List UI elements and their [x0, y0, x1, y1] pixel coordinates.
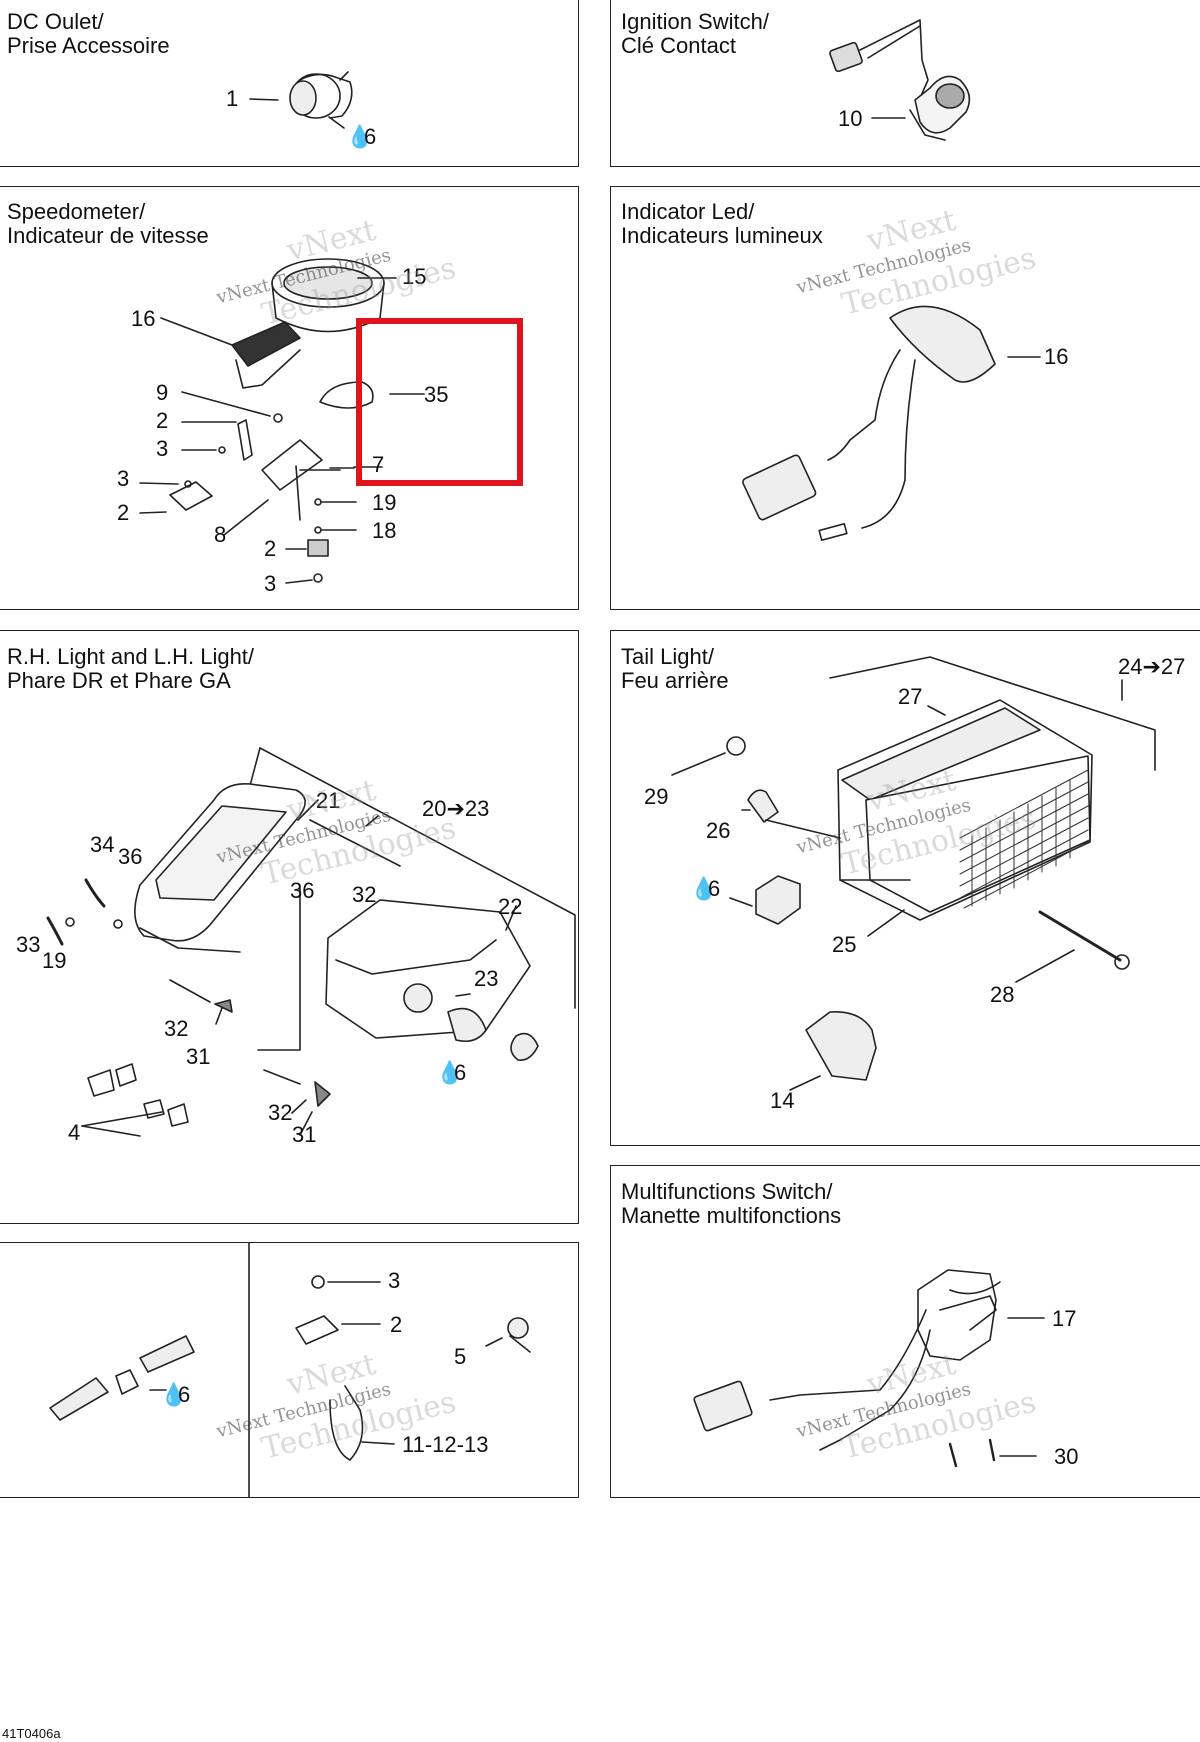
callout-label: 30: [1054, 1444, 1079, 1469]
panel-title-tail: Tail Light/ Feu arrière: [621, 644, 729, 693]
callout-label: 19: [372, 490, 397, 515]
callout-label: 8: [214, 522, 227, 547]
callout-label: 21: [316, 788, 341, 813]
callout-label: 9: [156, 380, 169, 405]
panel-title-dc-outlet: DC Oulet/ Prise Accessoire: [7, 9, 170, 58]
callout-label: 28: [990, 982, 1015, 1007]
highlight-box: [356, 318, 523, 486]
callout-label: 1: [226, 86, 239, 111]
callout-label: 23: [474, 966, 499, 991]
callout-label: 3: [264, 571, 277, 596]
callout-label: 10: [838, 106, 863, 131]
callout-label: 5: [454, 1344, 467, 1369]
callout-label: 20➔23: [422, 796, 490, 821]
drop-icon-dc-outlet: 💧: [346, 124, 374, 149]
callout-label: 27: [898, 684, 923, 709]
callout-label: 16: [131, 306, 156, 331]
callout-label: 7: [372, 452, 385, 477]
callout-label: 34: [90, 832, 115, 857]
callout-label: 2: [117, 500, 130, 525]
callout-label: 6: [454, 1060, 467, 1085]
callout-label: 6: [178, 1382, 191, 1407]
callout-label: 4: [68, 1120, 81, 1145]
callout-label: 3: [117, 466, 130, 491]
panel-speedometer: [0, 186, 579, 610]
callout-label: 31: [186, 1044, 211, 1069]
callout-label: 25: [832, 932, 857, 957]
callout-label: 22: [498, 894, 523, 919]
panel-title-lights: R.H. Light and L.H. Light/ Phare DR et P…: [7, 644, 255, 693]
panel-lights: [0, 630, 579, 1224]
drop-icon-tail: 💧: [690, 876, 718, 901]
callout-label: 17: [1052, 1306, 1077, 1331]
callout-label: 2: [264, 536, 277, 561]
callout-label: 14: [770, 1088, 795, 1113]
callout-label: 33: [16, 932, 41, 957]
callout-label: 32: [164, 1016, 189, 1041]
reference-code: 41T0406a: [2, 1726, 61, 1741]
panel-connectors: [0, 1242, 579, 1498]
panel-title-ignition: Ignition Switch/ Clé Contact: [621, 9, 769, 58]
callout-label: 6: [364, 124, 377, 149]
callout-label: 2: [156, 408, 169, 433]
callout-label: 35: [424, 382, 449, 407]
panel-title-multi: Multifunctions Switch/ Manette multifonc…: [621, 1179, 842, 1228]
callout-label: 36: [290, 878, 315, 903]
panel-title-speedometer: Speedometer/ Indicateur de vitesse: [7, 199, 209, 248]
panel-title-indicator: Indicator Led/ Indicateurs lumineux: [621, 199, 823, 248]
callout-label: 29: [644, 784, 669, 809]
callout-label: 16: [1044, 344, 1069, 369]
callout-label: 18: [372, 518, 397, 543]
callout-label: 15: [402, 264, 427, 289]
callout-label: 11-12-13: [402, 1432, 489, 1457]
callout-label: 2: [390, 1312, 403, 1337]
callout-label: 31: [292, 1122, 317, 1147]
callout-label: 19: [42, 948, 67, 973]
callout-label: 3: [156, 436, 169, 461]
drop-icon-lights: 💧: [436, 1060, 464, 1085]
callout-label: 32: [268, 1100, 293, 1125]
callout-label: 36: [118, 844, 143, 869]
callout-label: 3: [388, 1268, 401, 1293]
drop-icon-misc: 💧: [160, 1382, 188, 1407]
callout-label: 24➔27: [1118, 654, 1186, 679]
callout-label: 26: [706, 818, 731, 843]
callout-label: 6: [708, 876, 721, 901]
callout-label: 32: [352, 882, 377, 907]
